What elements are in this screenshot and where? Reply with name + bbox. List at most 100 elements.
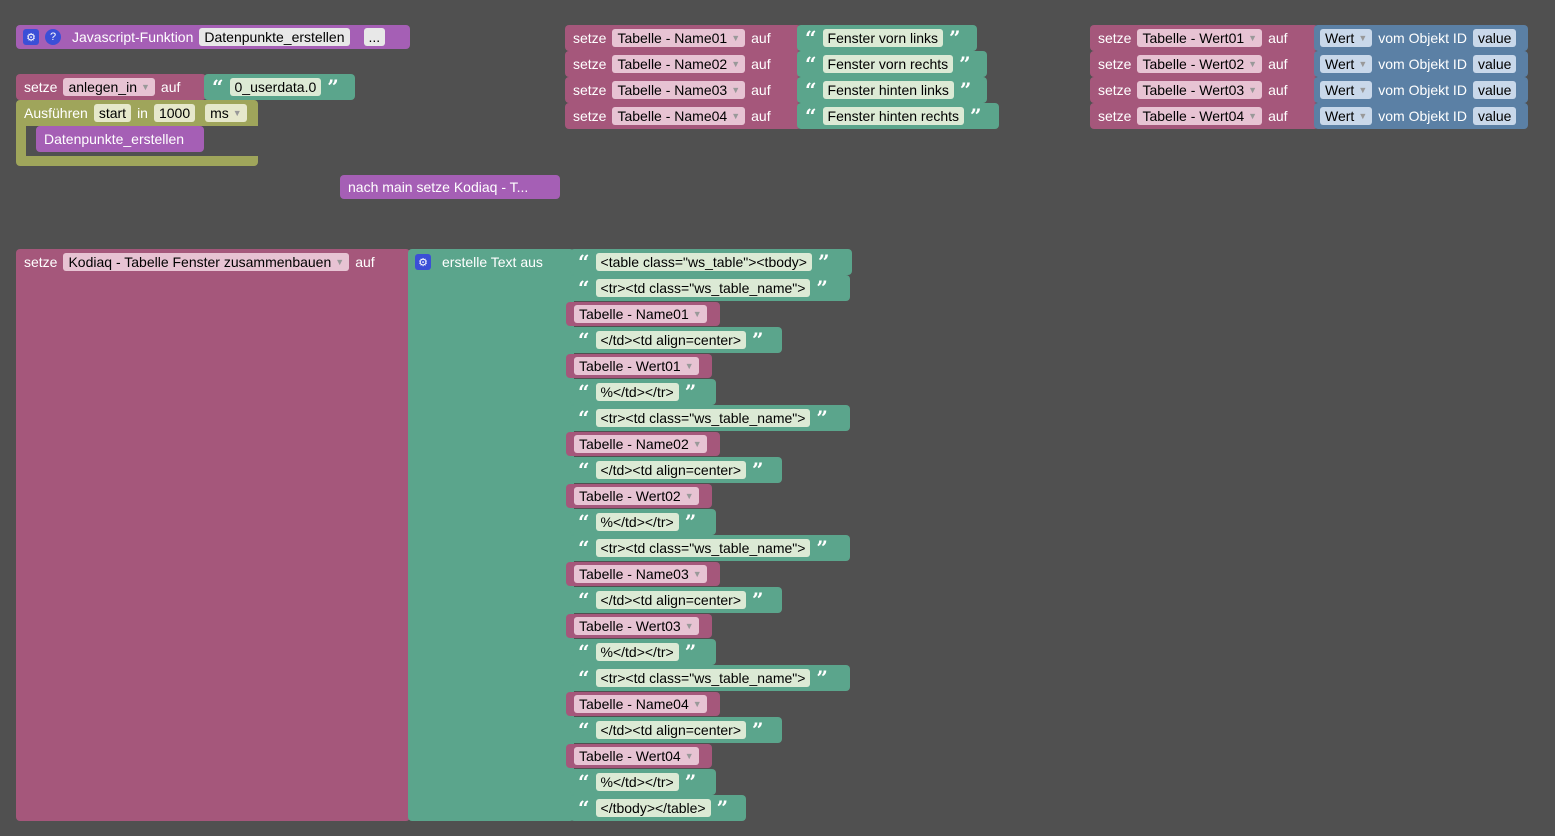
attribute-dropdown[interactable]: Wert▼ (1320, 107, 1373, 125)
text-block[interactable]: “</tbody></table>” (570, 795, 746, 821)
text-field[interactable]: Fenster vorn rechts (822, 55, 954, 73)
variable-dropdown[interactable]: Tabelle - Wert04▼ (1137, 107, 1263, 125)
collapsed-block[interactable]: nach main setze Kodiaq - T... (340, 175, 560, 199)
text-field[interactable]: </td><td align=center> (595, 721, 747, 739)
variable-getter-block[interactable]: Tabelle - Name02▼ (566, 432, 720, 456)
text-field[interactable]: Fenster vorn links (822, 29, 943, 47)
chevron-down-icon: ▼ (692, 439, 702, 449)
text-field[interactable]: <table class="ws_table"><tbody> (595, 253, 812, 271)
set-table-block[interactable]: setze Kodiaq - Tabelle Fenster zusammenb… (16, 249, 410, 821)
variable-dropdown[interactable]: Tabelle - Wert01▼ (1137, 29, 1263, 47)
variable-dropdown[interactable]: Tabelle - Wert02▼ (1137, 55, 1263, 73)
gear-icon[interactable]: ⚙ (23, 29, 39, 45)
variable-dropdown[interactable]: Kodiaq - Tabelle Fenster zusammenbauen▼ (63, 253, 350, 271)
text-block[interactable]: “ %</td></tr>” (570, 509, 716, 535)
unit-dropdown[interactable]: ms▼ (205, 104, 247, 122)
object-id-field[interactable]: value (1472, 107, 1517, 125)
text-field[interactable]: %</td></tr> (595, 513, 679, 531)
text-block-userdata[interactable]: “ 0_userdata.0 ” (204, 74, 355, 100)
text-block[interactable]: “</td><td align=center>” (570, 587, 782, 613)
text-block[interactable]: “<tr><td class="ws_table_name">” (570, 535, 850, 561)
text-field[interactable]: %</td></tr> (595, 773, 679, 791)
variable-getter-block[interactable]: Tabelle - Name04▼ (566, 692, 720, 716)
text-field[interactable]: Fenster hinten rechts (822, 107, 965, 125)
text-block[interactable]: “</td><td align=center>” (570, 327, 782, 353)
text-field[interactable]: 0_userdata.0 (229, 78, 322, 96)
text-block[interactable]: “</td><td align=center>” (570, 457, 782, 483)
attribute-dropdown[interactable]: Wert▼ (1320, 55, 1373, 73)
variable-getter-block[interactable]: Tabelle - Wert03▼ (566, 614, 712, 638)
function-definition-block[interactable]: ⚙ ? Javascript-Funktion Datenpunkte_erst… (16, 25, 410, 49)
variable-dropdown[interactable]: anlegen_in▼ (63, 78, 155, 96)
function-name-field[interactable]: Datenpunkte_erstellen (199, 28, 350, 46)
text-block[interactable]: “</td><td align=center>” (570, 717, 782, 743)
variable-dropdown[interactable]: Tabelle - Name04▼ (574, 695, 707, 713)
variable-getter-block[interactable]: Tabelle - Wert01▼ (566, 354, 712, 378)
variable-dropdown[interactable]: Tabelle - Name01▼ (574, 305, 707, 323)
attribute-dropdown[interactable]: Wert▼ (1320, 81, 1373, 99)
variable-dropdown[interactable]: Tabelle - Name03▼ (574, 565, 707, 583)
text-field[interactable]: Fenster hinten links (822, 81, 954, 99)
text-field[interactable]: </tbody></table> (595, 799, 711, 817)
text-block[interactable]: “ %</td></tr>” (570, 769, 716, 795)
set-anlegen-block[interactable]: setze anlegen_in▼ auf (16, 74, 206, 100)
variable-dropdown[interactable]: Tabelle - Wert03▼ (574, 617, 699, 635)
text-block[interactable]: “<tr><td class="ws_table_name">” (570, 665, 850, 691)
help-icon[interactable]: ? (45, 29, 61, 45)
function-params-button[interactable]: ... (363, 28, 386, 46)
attribute-dropdown[interactable]: Wert▼ (1320, 29, 1373, 47)
text-field[interactable]: </td><td align=center> (595, 331, 747, 349)
variable-getter-block[interactable]: Tabelle - Wert02▼ (566, 484, 712, 508)
text-field[interactable]: <tr><td class="ws_table_name"> (595, 539, 811, 557)
variable-dropdown[interactable]: Tabelle - Wert02▼ (574, 487, 699, 505)
object-id-field[interactable]: value (1472, 81, 1517, 99)
text-block[interactable]: “<tr><td class="ws_table_name">” (570, 275, 850, 301)
variable-dropdown[interactable]: Tabelle - Name02▼ (574, 435, 707, 453)
variable-dropdown[interactable]: Tabelle - Wert04▼ (574, 747, 699, 765)
text-field[interactable]: <tr><td class="ws_table_name"> (595, 669, 811, 687)
text-block[interactable]: “Fenster vorn rechts” (797, 51, 987, 77)
text-join-block[interactable]: ⚙ erstelle Text aus (408, 249, 574, 821)
variable-dropdown[interactable]: Tabelle - Name04▼ (612, 107, 746, 125)
text-block[interactable]: “Fenster vorn links” (797, 25, 977, 51)
text-field[interactable]: <tr><td class="ws_table_name"> (595, 279, 811, 297)
text-field[interactable]: </td><td align=center> (595, 461, 747, 479)
variable-dropdown[interactable]: Tabelle - Name03▼ (612, 81, 746, 99)
text-block[interactable]: “<tr><td class="ws_table_name">” (570, 405, 850, 431)
text-block[interactable]: “Fenster hinten rechts” (797, 103, 999, 129)
text-field[interactable]: %</td></tr> (595, 643, 679, 661)
text-block[interactable]: “ %</td></tr>” (570, 379, 716, 405)
text-block[interactable]: “Fenster hinten links” (797, 77, 987, 103)
text-field[interactable]: <tr><td class="ws_table_name"> (595, 409, 811, 427)
object-id-field[interactable]: value (1472, 55, 1517, 73)
variable-dropdown[interactable]: Tabelle - Name02▼ (612, 55, 746, 73)
text-field[interactable]: </td><td align=center> (595, 591, 747, 609)
call-function-block[interactable]: Datenpunkte_erstellen (36, 126, 204, 152)
text-block[interactable]: “ %</td></tr>” (570, 639, 716, 665)
object-id-field[interactable]: value (1472, 29, 1517, 47)
variable-dropdown[interactable]: Tabelle - Wert03▼ (1137, 81, 1263, 99)
variable-dropdown[interactable]: Tabelle - Wert01▼ (574, 357, 699, 375)
delay-value-field[interactable]: 1000 (153, 104, 196, 122)
variable-getter-block[interactable]: Tabelle - Name03▼ (566, 562, 720, 586)
timer-name-field[interactable]: start (93, 104, 132, 122)
text-block[interactable]: “<table class="ws_table"><tbody>” (570, 249, 852, 275)
text-field[interactable]: %</td></tr> (595, 383, 679, 401)
variable-dropdown[interactable]: Tabelle - Name01▼ (612, 29, 746, 47)
gear-icon[interactable]: ⚙ (415, 254, 431, 270)
open-quote-icon: “ (578, 328, 590, 352)
variable-getter-block[interactable]: Tabelle - Wert04▼ (566, 744, 712, 768)
variable-getter-block[interactable]: Tabelle - Name01▼ (566, 302, 720, 326)
